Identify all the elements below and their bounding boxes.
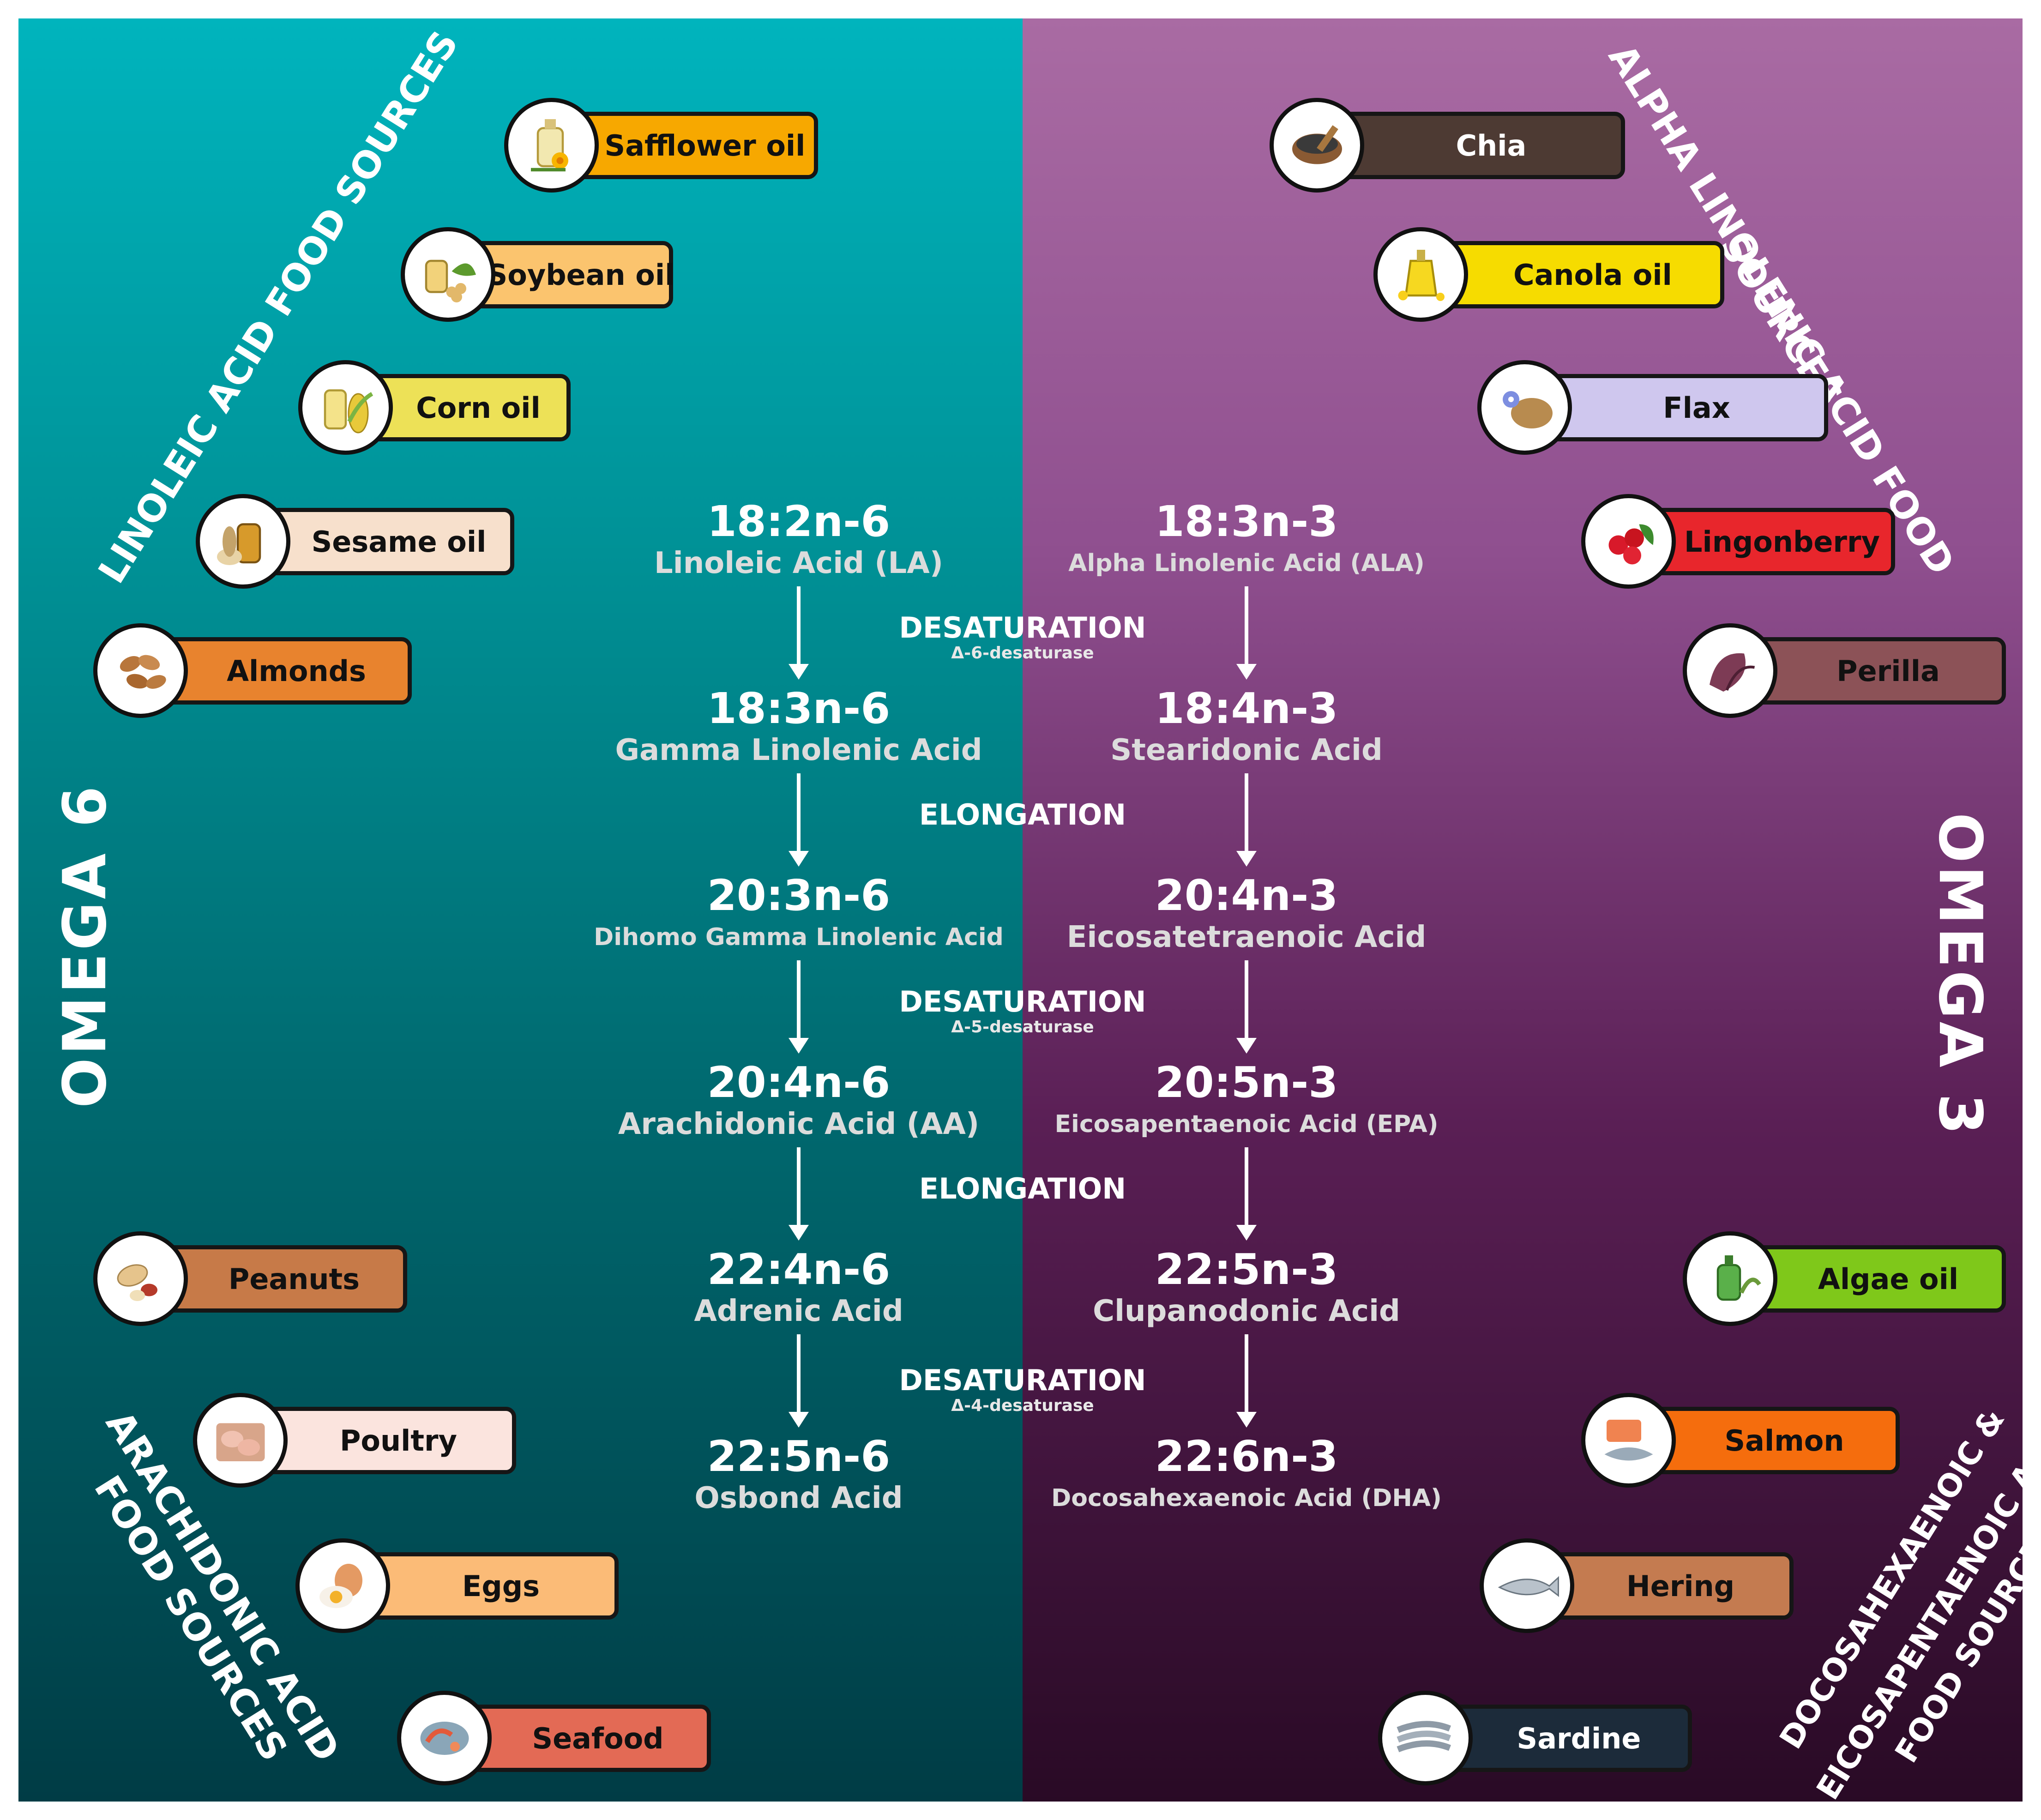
acid-code: 20:3n-6 bbox=[707, 871, 891, 920]
acid-code: 22:6n-3 bbox=[1155, 1432, 1338, 1481]
diagram-frame: OMEGA 6 OMEGA 3 LINOLEIC ACID FOOD SOURC… bbox=[18, 18, 2023, 1802]
omega3-heading: OMEGA 3 bbox=[1926, 813, 1994, 1138]
food-label: Safflower oil bbox=[560, 112, 818, 179]
step-label: DESATURATION bbox=[899, 1363, 1146, 1397]
salmon-icon bbox=[1581, 1393, 1676, 1488]
sardine-icon bbox=[1378, 1691, 1473, 1785]
step-desaturation-3: DESATURATION Δ-4-desaturase bbox=[899, 1364, 1146, 1415]
food-label: Canola oil bbox=[1429, 241, 1724, 308]
food-label: Almonds bbox=[149, 637, 412, 705]
acid-name: Dihomo Gamma Linolenic Acid bbox=[594, 923, 1004, 951]
perilla-leaf-icon bbox=[1683, 623, 1777, 718]
acid-code: 22:4n-6 bbox=[707, 1245, 891, 1294]
step-label: ELONGATION bbox=[919, 798, 1126, 832]
acid-name: Clupanodonic Acid bbox=[1093, 1294, 1400, 1328]
acid-code: 20:5n-3 bbox=[1155, 1058, 1338, 1107]
acid-name: Adrenic Acid bbox=[694, 1294, 903, 1328]
algae-oil-icon bbox=[1683, 1231, 1777, 1326]
food-label: Salmon bbox=[1637, 1407, 1900, 1474]
flax-seeds-icon bbox=[1477, 360, 1572, 455]
canola-oil-icon bbox=[1373, 227, 1468, 322]
food-label: Seafood bbox=[452, 1705, 711, 1772]
step-desaturation-2: DESATURATION Δ-5-desaturase bbox=[899, 986, 1146, 1037]
almonds-icon bbox=[93, 623, 188, 718]
food-label: Lingonberry bbox=[1637, 508, 1895, 575]
food-label: Hering bbox=[1535, 1552, 1794, 1620]
acid-name: Linoleic Acid (LA) bbox=[654, 546, 944, 580]
step-elongation-2: ELONGATION bbox=[919, 1173, 1126, 1205]
food-label: Poultry bbox=[248, 1407, 516, 1474]
omega3-acid-1: 18:3n-3 Alpha Linolenic Acid (ALA) bbox=[1016, 499, 1477, 582]
acid-code: 18:4n-3 bbox=[1155, 684, 1338, 733]
herring-icon bbox=[1480, 1538, 1574, 1633]
acid-code: 22:5n-3 bbox=[1155, 1245, 1338, 1294]
acid-code: 22:5n-6 bbox=[707, 1432, 891, 1481]
seafood-icon bbox=[397, 1691, 492, 1785]
peanuts-icon bbox=[93, 1231, 188, 1326]
chia-seeds-icon bbox=[1270, 98, 1364, 193]
food-label: Algae oil bbox=[1738, 1245, 2006, 1313]
omega3-acid-3: 20:4n-3 Eicosatetraenoic Acid bbox=[1016, 873, 1477, 956]
acid-name: Gamma Linolenic Acid bbox=[615, 733, 982, 767]
omega6-acid-5: 22:4n-6 Adrenic Acid bbox=[568, 1247, 1030, 1330]
acid-name: Alpha Linolenic Acid (ALA) bbox=[1068, 549, 1425, 577]
acid-name: Eicosapentaenoic Acid (EPA) bbox=[1054, 1110, 1439, 1138]
acid-name: Osbond Acid bbox=[694, 1481, 903, 1515]
acid-code: 20:4n-3 bbox=[1155, 871, 1338, 920]
acid-name: Stearidonic Acid bbox=[1110, 733, 1383, 767]
acid-code: 18:2n-6 bbox=[707, 497, 891, 546]
omega3-acid-6: 22:6n-3 Docosahexaenoic Acid (DHA) bbox=[1016, 1434, 1477, 1517]
soybean-oil-icon bbox=[401, 227, 495, 322]
step-elongation-1: ELONGATION bbox=[919, 799, 1126, 831]
sesame-oil-icon bbox=[196, 494, 290, 589]
poultry-icon bbox=[193, 1393, 288, 1488]
step-enzyme: Δ-5-desaturase bbox=[951, 1018, 1094, 1037]
eggs-icon bbox=[295, 1538, 390, 1633]
step-enzyme: Δ-4-desaturase bbox=[951, 1396, 1094, 1415]
acid-code: 18:3n-3 bbox=[1155, 497, 1338, 546]
food-label: Peanuts bbox=[149, 1245, 407, 1313]
corn-oil-icon bbox=[298, 360, 393, 455]
oil-bottle-flower-icon bbox=[504, 98, 599, 193]
step-label: DESATURATION bbox=[899, 611, 1146, 645]
acid-name: Arachidonic Acid (AA) bbox=[618, 1107, 980, 1141]
step-enzyme: Δ-6-desaturase bbox=[951, 644, 1094, 663]
omega6-acid-1: 18:2n-6 Linoleic Acid (LA) bbox=[568, 499, 1030, 582]
food-label: Sesame oil bbox=[251, 508, 514, 575]
acid-name: Docosahexaenoic Acid (DHA) bbox=[1051, 1484, 1442, 1512]
omega6-acid-6: 22:5n-6 Osbond Acid bbox=[568, 1434, 1030, 1517]
food-label: Perilla bbox=[1738, 637, 2006, 705]
lingonberry-icon bbox=[1581, 494, 1676, 589]
step-desaturation-1: DESATURATION Δ-6-desaturase bbox=[899, 612, 1146, 663]
omega6-heading: OMEGA 6 bbox=[51, 783, 120, 1108]
omega3-acid-5: 22:5n-3 Clupanodonic Acid bbox=[1016, 1247, 1477, 1330]
step-label: ELONGATION bbox=[919, 1172, 1126, 1205]
acid-code: 20:4n-6 bbox=[707, 1058, 891, 1107]
omega3-panel bbox=[1023, 18, 2023, 1802]
food-label: Eggs bbox=[351, 1552, 619, 1620]
omega6-acid-2: 18:3n-6 Gamma Linolenic Acid bbox=[568, 686, 1030, 769]
omega6-panel bbox=[18, 18, 1023, 1802]
food-label: Chia bbox=[1325, 112, 1625, 179]
step-label: DESATURATION bbox=[899, 985, 1146, 1018]
food-label: Flax bbox=[1533, 374, 1828, 441]
omega6-acid-4: 20:4n-6 Arachidonic Acid (AA) bbox=[568, 1060, 1030, 1143]
omega6-acid-3: 20:3n-6 Dihomo Gamma Linolenic Acid bbox=[568, 873, 1030, 956]
omega3-acid-2: 18:4n-3 Stearidonic Acid bbox=[1016, 686, 1477, 769]
acid-code: 18:3n-6 bbox=[707, 684, 891, 733]
omega3-acid-4: 20:5n-3 Eicosapentaenoic Acid (EPA) bbox=[1016, 1060, 1477, 1143]
acid-name: Eicosatetraenoic Acid bbox=[1066, 920, 1427, 954]
